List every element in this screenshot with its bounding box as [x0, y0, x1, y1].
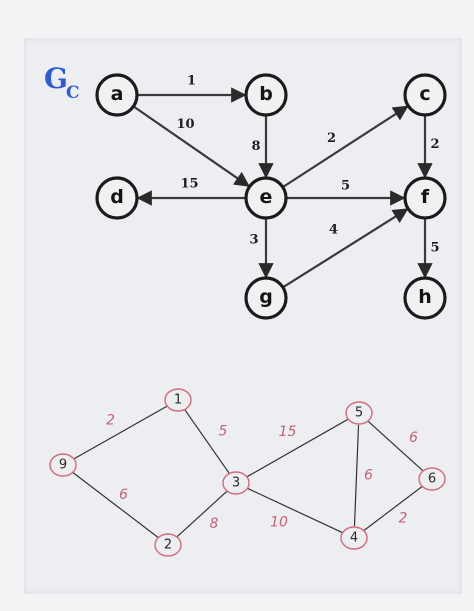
hand-edge-weight: 10: [270, 515, 288, 531]
hand-node-1: [164, 388, 192, 412]
printed-node-label: g: [259, 286, 273, 308]
printed-node-g: [244, 276, 288, 320]
printed-edge-weight: 10: [176, 117, 194, 132]
hand-edge-1-3: [184, 409, 230, 474]
printed-node-h: [403, 276, 447, 320]
printed-edge-weight: 5: [430, 241, 439, 256]
hand-edge-5-6: [367, 420, 424, 472]
handwritten-nodes: 1 2 3 4 5 6 9: [49, 388, 446, 557]
hand-edge-9-1: [73, 405, 168, 460]
hand-edge-9-2: [72, 471, 159, 539]
hand-edge-5-4: [353, 424, 360, 527]
hand-node-5: [345, 401, 373, 425]
printed-node-label: c: [419, 83, 430, 105]
printed-node-a: [95, 73, 139, 117]
printed-edge-weight: 3: [249, 233, 258, 248]
printed-node-f: [403, 176, 447, 220]
hand-edge-3-4: [246, 487, 344, 534]
hand-edge-weight: 15: [279, 424, 297, 440]
printed-node-label: h: [418, 286, 432, 308]
hand-node-2: [154, 533, 182, 557]
printed-node-b: [244, 73, 288, 117]
hand-node-label: 5: [355, 406, 363, 421]
printed-node-label: e: [260, 186, 273, 208]
hand-node-label: 6: [428, 472, 436, 487]
hand-node-9: [49, 453, 77, 477]
hand-node-label: 3: [232, 476, 240, 491]
printed-node-e: [244, 176, 288, 220]
printed-edge-weight: 5: [341, 179, 350, 194]
printed-edge-a-e: [132, 105, 250, 187]
printed-edge-weight: 8: [251, 139, 260, 154]
hand-edge-2-3: [176, 490, 228, 538]
graph-title: G: [44, 62, 68, 95]
paper-sheet: [24, 38, 462, 594]
hand-node-label: 2: [164, 538, 172, 553]
hand-node-3: [222, 471, 250, 495]
hand-edge-weight: 6: [364, 468, 373, 484]
hand-edge-weight: 6: [409, 430, 418, 446]
hand-node-label: 1: [174, 393, 182, 408]
hand-edge-3-5: [246, 418, 349, 478]
printed-edge-weight: 15: [180, 177, 198, 192]
printed-node-d: [95, 176, 139, 220]
hand-edge-4-6: [363, 485, 423, 532]
hand-node-label: 4: [350, 531, 358, 546]
hand-edge-weight: 8: [210, 516, 219, 532]
graph-title-subscript: C: [66, 83, 80, 103]
hand-node-6: [418, 467, 446, 491]
hand-edge-weight: 5: [219, 424, 228, 440]
printed-node-label: f: [421, 186, 430, 208]
printed-nodes: a b c d e f g h: [95, 73, 447, 320]
hand-edge-weight: 2: [106, 413, 115, 429]
handwritten-edges: 2 6 5 8 15 10 6 6 2: [72, 405, 424, 539]
printed-node-label: d: [110, 186, 124, 208]
printed-node-label: a: [111, 83, 124, 105]
printed-edge-weight: 2: [430, 137, 439, 152]
hand-node-4: [340, 526, 368, 550]
printed-edge-weight: 1: [187, 74, 196, 89]
printed-edge-weight: 2: [327, 131, 336, 146]
hand-edge-weight: 2: [399, 511, 408, 527]
hand-node-label: 9: [59, 458, 67, 473]
printed-node-label: b: [259, 83, 273, 105]
printed-edge-g-f: [282, 208, 409, 289]
printed-edge-e-c: [282, 105, 409, 189]
hand-edge-weight: 6: [119, 487, 128, 503]
printed-node-c: [403, 73, 447, 117]
printed-edge-weight: 4: [329, 223, 338, 238]
